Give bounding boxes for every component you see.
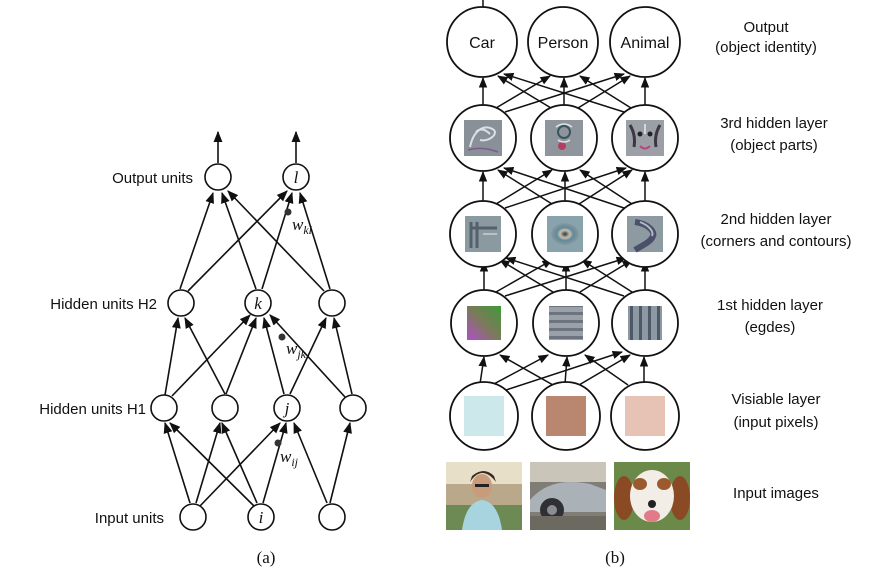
- weight-label-kl: wkl: [292, 215, 313, 237]
- input-unit-3: [318, 503, 346, 531]
- weight-dot-jk: [278, 333, 286, 341]
- pixel-swatch-3: [625, 396, 665, 436]
- panel-a-connections: [163, 130, 353, 507]
- label-hidden-h1: Hidden units H1: [39, 401, 146, 418]
- layer-label-h1: 1st hidden layer (egdes): [717, 297, 823, 336]
- svg-text:(egdes): (egdes): [745, 319, 796, 336]
- svg-text:(object identity): (object identity): [715, 39, 817, 56]
- h2-feature-contour: [627, 216, 663, 253]
- pixel-swatch-2: [546, 396, 586, 436]
- node-letter-j: j: [283, 399, 290, 418]
- h3-feature-car: [464, 120, 502, 156]
- h1-feature-gradient: [467, 306, 501, 340]
- label-hidden-h2: Hidden units H2: [50, 296, 157, 313]
- panel-b-connections: [478, 0, 650, 391]
- h3-feature-person: [545, 120, 583, 156]
- output-unit-1: [204, 163, 232, 191]
- caption-b: (b): [605, 548, 625, 567]
- label-output-units: Output units: [112, 170, 193, 187]
- output-node-person: [527, 6, 599, 78]
- output-node-person-label: Person: [538, 35, 589, 52]
- h2-unit-1: [167, 289, 195, 317]
- h1-unit-2: [211, 394, 239, 422]
- svg-text:Output: Output: [743, 19, 789, 36]
- weight-dot-kl: [284, 208, 292, 216]
- input-unit-1: [179, 503, 207, 531]
- svg-text:(corners and contours): (corners and contours): [701, 233, 852, 250]
- output-node-animal-label: Animal: [621, 35, 670, 52]
- svg-text:(input pixels): (input pixels): [733, 414, 818, 431]
- weight-label-ij: wij: [280, 447, 299, 469]
- label-input-units: Input units: [95, 510, 164, 527]
- svg-text:(object parts): (object parts): [730, 137, 818, 154]
- h1-unit-1: [150, 394, 178, 422]
- h1-unit-4: [339, 394, 367, 422]
- node-letter-l: l: [294, 168, 299, 187]
- h2-feature-corner: [465, 216, 501, 252]
- h1-feature-vertical: [628, 306, 662, 340]
- node-letter-k: k: [254, 294, 262, 313]
- layer-label-output: Output (object identity): [715, 19, 817, 56]
- layer-label-visible: Visiable layer (input pixels): [732, 391, 821, 431]
- output-node-car: [446, 6, 518, 78]
- node-letter-i: i: [259, 508, 264, 527]
- caption-a: (a): [257, 548, 276, 567]
- h1-unit-j: [273, 394, 301, 422]
- panel-a-nodes: [150, 163, 367, 531]
- output-node-animal: [609, 6, 681, 78]
- svg-text:3rd hidden layer: 3rd hidden layer: [720, 115, 828, 132]
- svg-text:1st hidden layer: 1st hidden layer: [717, 297, 823, 314]
- h2-unit-k: [244, 289, 272, 317]
- input-image-person: [446, 462, 522, 530]
- weight-dot-ij: [274, 439, 282, 447]
- svg-text:Visiable layer: Visiable layer: [732, 391, 821, 408]
- h3-feature-animal: [626, 120, 664, 156]
- h1-feature-horizontal: [549, 306, 583, 340]
- input-unit-i: [247, 503, 275, 531]
- input-image-dog: [614, 462, 690, 530]
- layer-label-h2: 2nd hidden layer (corners and contours): [701, 211, 852, 250]
- layer-label-h3: 3rd hidden layer (object parts): [720, 115, 828, 154]
- input-image-car: [530, 462, 606, 530]
- output-unit-l: [282, 163, 310, 191]
- weight-label-jk: wjk: [286, 339, 307, 361]
- svg-text:2nd hidden layer: 2nd hidden layer: [721, 211, 832, 228]
- h2-unit-3: [318, 289, 346, 317]
- output-node-car-label: Car: [469, 35, 495, 52]
- h2-feature-blob: [547, 216, 583, 252]
- pixel-swatch-1: [464, 396, 504, 436]
- layer-label-input-images: Input images: [733, 485, 819, 502]
